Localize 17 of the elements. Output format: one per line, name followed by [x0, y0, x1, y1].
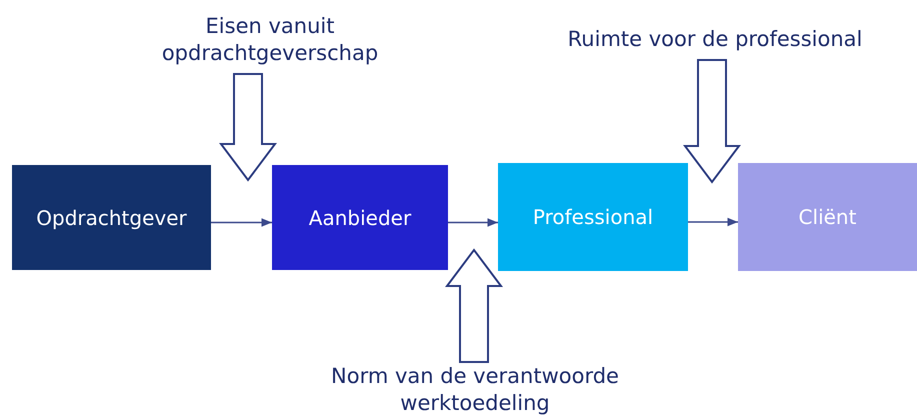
box-label: Aanbieder	[308, 206, 412, 230]
box-label: Professional	[532, 205, 654, 229]
block-arrow	[219, 73, 277, 182]
process-box	[272, 165, 448, 270]
process-box	[12, 165, 211, 270]
box-label: Opdrachtgever	[36, 206, 187, 230]
box-label: Cliënt	[798, 205, 856, 229]
block-arrow	[683, 59, 741, 184]
block-arrow	[445, 248, 503, 363]
annotation-text: Eisen vanuit opdrachtgeverschap	[160, 12, 380, 67]
arrow	[688, 218, 738, 226]
arrow	[448, 218, 498, 227]
process-box	[498, 163, 688, 271]
process-box	[738, 163, 917, 271]
annotation-text: Ruimte voor de professional	[568, 26, 862, 54]
arrow	[211, 218, 272, 227]
annotation-text: Norm van de verantwoorde werktoedeling	[330, 362, 620, 417]
